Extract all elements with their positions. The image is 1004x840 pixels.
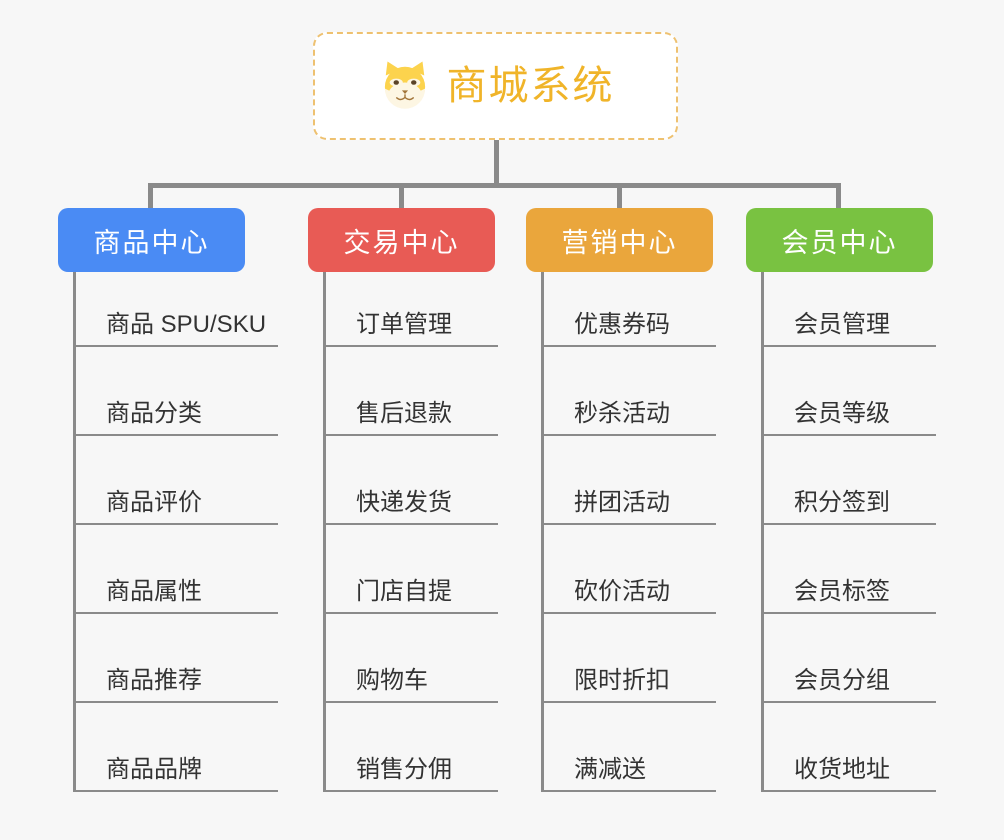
leaf-label: 订单管理	[356, 311, 452, 339]
leaf-label: 门店自提	[356, 578, 452, 606]
leaf-label: 收货地址	[794, 756, 890, 784]
list-item[interactable]: 会员等级	[764, 347, 936, 436]
branch-items-1: 商品 SPU/SKU 商品分类 商品评价 商品属性 商品推荐 商品品牌	[73, 272, 278, 792]
category-title-1: 商品中心	[93, 227, 210, 258]
connector-drop-4	[836, 183, 841, 209]
leaf-label: 限时折扣	[574, 667, 670, 695]
list-item[interactable]: 商品分类	[76, 347, 278, 436]
list-item[interactable]: 售后退款	[326, 347, 498, 436]
list-item[interactable]: 快递发货	[326, 436, 498, 525]
list-item[interactable]: 会员管理	[764, 272, 936, 347]
category-title-2: 交易中心	[343, 227, 460, 258]
leaf-label: 商品属性	[106, 578, 202, 606]
root-title: 商城系统	[446, 64, 615, 108]
category-title-3: 营销中心	[561, 227, 678, 258]
list-item[interactable]: 商品 SPU/SKU	[76, 272, 278, 347]
list-item[interactable]: 商品推荐	[76, 614, 278, 703]
shiba-dog-face-icon	[384, 61, 425, 109]
leaf-label: 售后退款	[356, 400, 452, 428]
branch-column-4: 会员中心 会员管理 会员等级 积分签到 会员标签 会员分组 收货地址	[746, 208, 936, 792]
list-item[interactable]: 订单管理	[326, 272, 498, 347]
leaf-label: 砍价活动	[574, 578, 670, 606]
category-box-3[interactable]: 营销中心	[526, 208, 713, 272]
list-item[interactable]: 限时折扣	[544, 614, 716, 703]
branch-items-2: 订单管理 售后退款 快递发货 门店自提 购物车 销售分佣	[323, 272, 498, 792]
leaf-label: 购物车	[356, 667, 428, 695]
leaf-label: 会员分组	[794, 667, 890, 695]
leaf-label: 积分签到	[794, 489, 890, 517]
category-box-4[interactable]: 会员中心	[746, 208, 933, 272]
list-item[interactable]: 砍价活动	[544, 525, 716, 614]
list-item[interactable]: 优惠券码	[544, 272, 716, 347]
leaf-label: 商品分类	[106, 400, 202, 428]
leaf-label: 满减送	[574, 756, 646, 784]
list-item[interactable]: 商品品牌	[76, 703, 278, 792]
leaf-label: 秒杀活动	[574, 400, 670, 428]
list-item[interactable]: 秒杀活动	[544, 347, 716, 436]
list-item[interactable]: 销售分佣	[326, 703, 498, 792]
list-item[interactable]: 满减送	[544, 703, 716, 792]
connector-drop-3	[617, 183, 622, 209]
list-item[interactable]: 积分签到	[764, 436, 936, 525]
connector-drop-1	[148, 183, 153, 209]
connector-horizontal-bus	[148, 183, 838, 188]
branch-column-2: 交易中心 订单管理 售后退款 快递发货 门店自提 购物车 销售分佣	[308, 208, 498, 792]
category-box-2[interactable]: 交易中心	[308, 208, 495, 272]
branch-column-3: 营销中心 优惠券码 秒杀活动 拼团活动 砍价活动 限时折扣 满减送	[526, 208, 716, 792]
leaf-label: 会员等级	[794, 400, 890, 428]
category-title-4: 会员中心	[781, 227, 898, 258]
list-item[interactable]: 商品评价	[76, 436, 278, 525]
category-box-1[interactable]: 商品中心	[58, 208, 245, 272]
leaf-label: 商品 SPU/SKU	[106, 311, 267, 339]
leaf-label: 商品品牌	[106, 756, 202, 784]
leaf-label: 快递发货	[356, 489, 452, 517]
leaf-label: 拼团活动	[574, 489, 670, 517]
leaf-label: 优惠券码	[574, 311, 670, 339]
list-item[interactable]: 收货地址	[764, 703, 936, 792]
list-item[interactable]: 商品属性	[76, 525, 278, 614]
leaf-label: 商品推荐	[106, 667, 202, 695]
branch-items-3: 优惠券码 秒杀活动 拼团活动 砍价活动 限时折扣 满减送	[541, 272, 716, 792]
root-node[interactable]: 商城系统	[313, 32, 678, 140]
leaf-label: 销售分佣	[356, 756, 452, 784]
list-item[interactable]: 门店自提	[326, 525, 498, 614]
connector-drop-2	[399, 183, 404, 209]
leaf-label: 商品评价	[106, 489, 202, 517]
branch-items-4: 会员管理 会员等级 积分签到 会员标签 会员分组 收货地址	[761, 272, 936, 792]
leaf-label: 会员标签	[794, 578, 890, 606]
list-item[interactable]: 会员分组	[764, 614, 936, 703]
list-item[interactable]: 购物车	[326, 614, 498, 703]
list-item[interactable]: 拼团活动	[544, 436, 716, 525]
branch-column-1: 商品中心 商品 SPU/SKU 商品分类 商品评价 商品属性 商品推荐 商品品牌	[58, 208, 278, 792]
leaf-label: 会员管理	[794, 311, 890, 339]
list-item[interactable]: 会员标签	[764, 525, 936, 614]
connector-root-stem	[494, 140, 499, 185]
